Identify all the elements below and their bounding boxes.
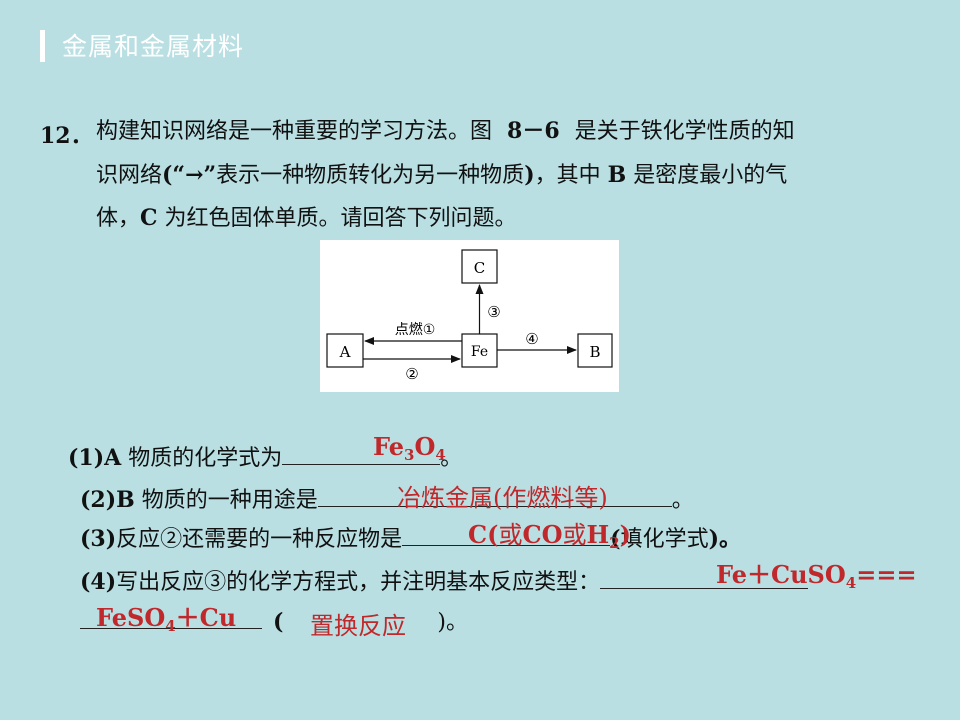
arrow-3-label: ③: [487, 303, 500, 321]
answer-subscript: 2: [609, 534, 620, 552]
answer-text: ): [619, 520, 631, 549]
part-3-hint: 填化学式: [620, 527, 709, 552]
answer-text: Fe: [373, 432, 404, 461]
stem-paren: ): [524, 162, 535, 188]
question-number: 12．: [40, 123, 93, 149]
answer-text: (作燃料等): [493, 484, 608, 512]
answer-text: 或: [498, 521, 523, 549]
stem-text: 体，: [96, 206, 141, 231]
answer-subscript: 4: [165, 617, 176, 635]
node-b-box: [577, 333, 613, 368]
stem-text: 识网络: [96, 163, 163, 188]
part-4: (4)写出反应③的化学方程式，并注明基本反应类型：: [80, 562, 809, 598]
part-2-number: (2)B: [80, 487, 135, 513]
stem-text: ，其中: [534, 163, 601, 188]
part-3-number: (3): [80, 526, 117, 552]
answer-text: CO: [522, 520, 563, 549]
part-3-end: )。: [708, 526, 742, 552]
arrow-4-label: ④: [525, 330, 538, 348]
node-a-box: [326, 333, 364, 368]
answer-text: Fe＋CuSO: [716, 560, 846, 589]
node-fe-label: Fe: [471, 344, 488, 360]
stem-text: 是密度最小的气: [633, 163, 788, 188]
part-4-text: 写出反应③的化学方程式，并注明基本反应类型：: [116, 570, 601, 595]
answer-subscript: 3: [404, 446, 415, 464]
answer-text: ===: [856, 560, 917, 589]
stem-text: 是关于铁化学性质的知: [574, 119, 795, 144]
stem-text: 为红色固体单质。请回答下列问题。: [164, 206, 517, 231]
question-stem-line-2: 识网络(“→”表示一种物质转化为另一种物质)，其中 B 是密度最小的气: [96, 160, 787, 191]
part-4-reaction-type-answer: 置换反应: [310, 612, 406, 640]
part-1-text: 物质的化学式为: [128, 446, 283, 471]
part-4-end: )。: [437, 610, 469, 635]
part-4-line-2: ( )。: [80, 602, 468, 638]
answer-subscript: 4: [845, 574, 857, 592]
answer-text: ＋Cu: [175, 603, 237, 632]
question-stem-line-3: 体，C 为红色固体单质。请回答下列问题。: [96, 203, 517, 234]
part-2-answer-blank: [317, 480, 672, 507]
answer-text: H: [586, 520, 610, 549]
part-1: (1)A 物质的化学式为 。: [68, 438, 462, 474]
part-1-answer-blank: [282, 438, 441, 465]
answer-subscript: 4: [435, 446, 446, 464]
page-title: 金属和金属材料: [62, 32, 245, 61]
header-accent-bar: [40, 30, 45, 62]
part-1-number: (1)A: [68, 445, 122, 471]
part-2-answer: 冶炼金属(作燃料等): [397, 478, 608, 513]
substance-c-label: C: [140, 205, 158, 231]
part-4-equation-answer-line-2: FeSO4＋Cu: [96, 598, 236, 635]
arrow-1-label: 点燃①: [395, 321, 436, 338]
part-1-end: 。: [440, 446, 463, 471]
node-c-label: C: [474, 259, 485, 277]
part-1-answer: Fe3O4: [373, 432, 446, 464]
part-2-end: 。: [671, 488, 694, 513]
arrow-symbol-quote: (“→”: [162, 162, 217, 188]
answer-text: C(: [468, 520, 499, 549]
part-4-equation-answer-line-1: Fe＋CuSO4===: [716, 555, 917, 592]
node-a-label: A: [339, 343, 351, 361]
stem-text: 表示一种物质转化为另一种物质: [216, 163, 525, 188]
part-4-open-paren: (: [273, 609, 284, 635]
part-3-answer: C(或CO或H2): [468, 515, 631, 552]
part-2: (2)B 物质的一种用途是 。: [80, 480, 694, 516]
part-3: (3)反应②还需要的一种反应物是 (填化学式)。: [80, 519, 741, 555]
part-3-text: 反应②还需要的一种反应物是: [116, 527, 403, 552]
part-3-paren: (: [610, 526, 621, 552]
part-4-equation-blank-1: [600, 562, 809, 589]
reaction-network-diagram: C A Fe B 点燃① ② ③ ④: [320, 240, 619, 392]
answer-text: O: [414, 432, 436, 461]
arrow-2-label: ②: [405, 365, 418, 383]
part-3-answer-blank: [402, 519, 611, 546]
node-c-box: [461, 249, 498, 284]
part-4-equation-blank-2: [80, 602, 262, 629]
stem-text: 构建知识网络是一种重要的学习方法。图: [96, 119, 493, 144]
substance-b-label: B: [607, 162, 627, 188]
part-4-number: (4): [80, 569, 117, 595]
figure-reference: 8－6: [507, 118, 560, 144]
part-2-text: 物质的一种用途是: [141, 488, 318, 513]
question-stem-line-1: 构建知识网络是一种重要的学习方法。图 8－6 是关于铁化学性质的知: [96, 116, 795, 147]
answer-text: FeSO: [96, 603, 166, 632]
answer-text: 冶炼金属: [397, 484, 493, 512]
node-b-label: B: [589, 343, 600, 361]
answer-text: 或: [562, 521, 587, 549]
